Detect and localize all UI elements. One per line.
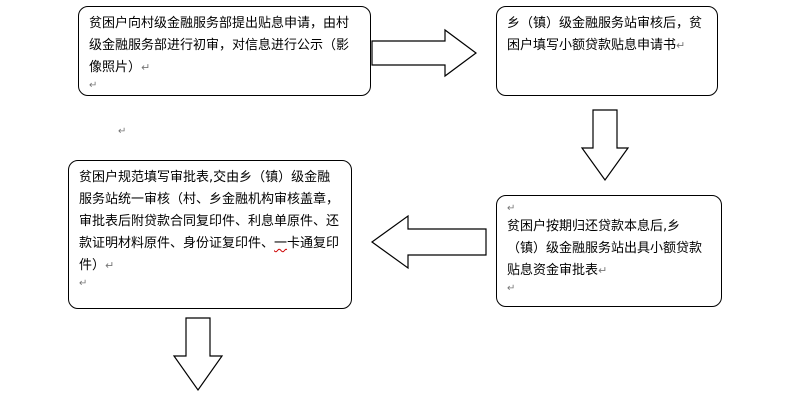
step-3-text: 贫困户按期归还贷款本息后,乡（镇）级金融服务站出具小额贷款贴息资金审批表: [507, 219, 703, 278]
step-4-text-wavy: 一: [274, 236, 288, 251]
paragraph-mark-icon: ↵: [79, 278, 88, 289]
step-3-box: ↵ 贫困户按期归还贷款本息后,乡（镇）级金融服务站出具小额贷款贴息资金审批表↵ …: [496, 195, 722, 307]
step-1-box: 贫困户向村级金融服务部提出贴息申请，由村级金融服务部进行初审，对信息进行公示（影…: [78, 6, 371, 96]
step-2-box: 乡（镇）级金融服务站审核后，贫困户填写小额贷款贴息申请书↵: [496, 6, 718, 96]
arrow-left-icon: [370, 214, 487, 270]
arrow-down-icon: [580, 109, 630, 182]
paragraph-mark-icon: ↵: [141, 61, 151, 74]
paragraph-mark-icon: ↵: [676, 39, 686, 52]
paragraph-mark-icon: ↵: [105, 259, 115, 272]
paragraph-mark-icon: ↵: [598, 264, 608, 277]
step-2-text: 乡（镇）级金融服务站审核后，贫困户填写小额贷款贴息申请书: [507, 16, 703, 53]
step-4-text-after: 卡通复印件）: [79, 236, 340, 273]
arrow-down-icon: [172, 317, 224, 392]
arrow-right-icon: [371, 28, 478, 78]
paragraph-mark-icon: ↵: [118, 126, 127, 137]
paragraph-mark-icon: ↵: [507, 203, 516, 214]
step-1-text: 贫困户向村级金融服务部提出贴息申请，由村级金融服务部进行初审，对信息进行公示（影…: [89, 16, 350, 75]
step-4-box: 贫困户规范填写审批表,交由乡（镇）级金融服务站统一审核（村、乡金融机构审核盖章，…: [68, 160, 352, 309]
paragraph-mark-icon: ↵: [89, 80, 98, 91]
step-4-text-before: 贫困户规范填写审批表,交由乡（镇）级金融服务站统一审核（村、乡金融机构审核盖章，…: [79, 170, 340, 251]
paragraph-mark-icon: ↵: [507, 283, 516, 294]
